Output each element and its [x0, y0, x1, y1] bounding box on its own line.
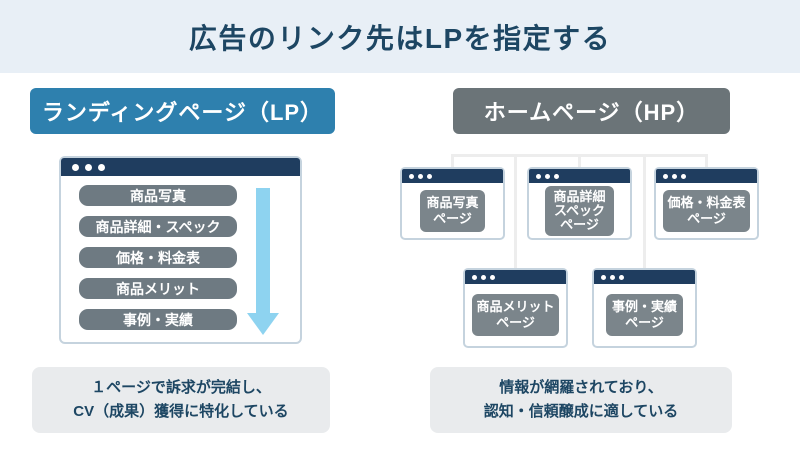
page-label-line: 事例・実績 — [611, 299, 677, 314]
lp-item-case-results: 事例・実績 — [79, 309, 237, 330]
page-label-line: ページ — [496, 315, 535, 330]
window-controls-dots-icon — [663, 173, 686, 179]
connector-vertical-line — [705, 154, 708, 169]
window-dot-icon — [98, 163, 105, 171]
window-dot-icon — [663, 173, 668, 179]
browser-titlebar — [594, 270, 695, 284]
lp-summary-line1: １ページで訴求が完結し、 — [91, 379, 271, 396]
window-body: 商品メリット ページ — [465, 284, 566, 346]
window-dot-icon — [536, 173, 541, 179]
browser-titlebar — [402, 169, 503, 183]
window-dot-icon — [619, 274, 624, 280]
lp-summary-box: １ページで訴求が完結し、 CV（成果）獲得に特化している — [32, 367, 330, 433]
window-dot-icon — [427, 173, 432, 179]
window-dot-icon — [418, 173, 423, 179]
window-dot-icon — [554, 173, 559, 179]
window-dot-icon — [490, 274, 495, 280]
page-label-line: ページ — [625, 315, 664, 330]
page-label: 商品メリット ページ — [472, 294, 559, 336]
window-dot-icon — [601, 274, 606, 280]
page-label-line: 価格・料金表 — [667, 194, 746, 210]
lp-item-price-table: 価格・料金表 — [79, 247, 237, 268]
hp-summary-line2: 認知・信頼醸成に適している — [483, 403, 679, 420]
hp-page-window-product-spec: 商品詳細 スペック ページ — [527, 167, 632, 240]
hp-page-window-case-results: 事例・実績 ページ — [592, 268, 697, 348]
window-body: 価格・料金表 ページ — [656, 183, 757, 238]
page-label-line: 商品詳細 — [553, 188, 606, 204]
lp-item-product-photo: 商品写真 — [79, 185, 237, 206]
hp-page-window-product-photo: 商品写真 ページ — [400, 167, 505, 240]
page-label: 価格・料金表 ページ — [663, 189, 750, 232]
page-label-line: 商品メリット — [476, 299, 555, 314]
page-label-line: ページ — [560, 216, 599, 232]
hp-page-window-product-merit: 商品メリット ページ — [463, 268, 568, 348]
window-dot-icon — [610, 274, 615, 280]
page-label: 商品詳細 スペック ページ — [545, 185, 614, 236]
page-label: 事例・実績 ページ — [605, 294, 683, 336]
connector-vertical-line — [578, 154, 581, 169]
lp-browser-window: 商品写真 商品詳細・スペック 価格・料金表 商品メリット 事例・実績 — [59, 156, 302, 344]
window-dot-icon — [545, 173, 550, 179]
scroll-down-arrow-icon — [247, 313, 279, 335]
window-dot-icon — [85, 163, 92, 171]
browser-titlebar — [529, 169, 630, 183]
connector-vertical-line — [451, 154, 454, 169]
title-band: 広告のリンク先はLPを指定する — [0, 0, 800, 73]
window-dot-icon — [72, 163, 79, 171]
page-title: 広告のリンク先はLPを指定する — [188, 22, 612, 54]
window-dot-icon — [681, 173, 686, 179]
browser-titlebar — [656, 169, 757, 183]
window-controls-dots-icon — [409, 173, 432, 179]
connector-vertical-line — [643, 154, 646, 270]
scroll-down-arrow-icon — [256, 188, 270, 314]
lp-summary-line2: CV（成果）獲得に特化している — [73, 403, 289, 420]
lp-section-badge: ランディングページ（LP） — [30, 88, 335, 134]
window-body: 事例・実績 ページ — [594, 284, 695, 346]
browser-titlebar — [61, 158, 300, 176]
window-dot-icon — [672, 173, 677, 179]
connector-vertical-line — [514, 154, 517, 270]
hp-summary-line1: 情報が網羅されており、 — [499, 379, 663, 396]
window-body: 商品詳細 スペック ページ — [529, 183, 630, 238]
window-controls-dots-icon — [536, 173, 559, 179]
page-label-line: ページ — [687, 210, 726, 226]
window-controls-dots-icon — [601, 274, 624, 280]
hp-page-window-price-table: 価格・料金表 ページ — [654, 167, 759, 240]
window-dot-icon — [481, 274, 486, 280]
page-label-line: ページ — [433, 210, 472, 226]
lp-item-product-merit: 商品メリット — [79, 278, 237, 299]
window-controls-dots-icon — [472, 274, 495, 280]
hp-summary-box: 情報が網羅されており、 認知・信頼醸成に適している — [430, 367, 732, 433]
window-controls-dots-icon — [72, 163, 105, 171]
hp-section-badge: ホームページ（HP） — [453, 88, 730, 134]
window-dot-icon — [472, 274, 477, 280]
window-body: 商品写真 ページ — [402, 183, 503, 238]
browser-titlebar — [465, 270, 566, 284]
page-label-line: スペック — [553, 202, 606, 218]
page-label-line: 商品写真 — [426, 194, 479, 210]
window-dot-icon — [409, 173, 414, 179]
page-label: 商品写真 ページ — [420, 189, 485, 232]
lp-item-product-spec: 商品詳細・スペック — [79, 216, 237, 237]
